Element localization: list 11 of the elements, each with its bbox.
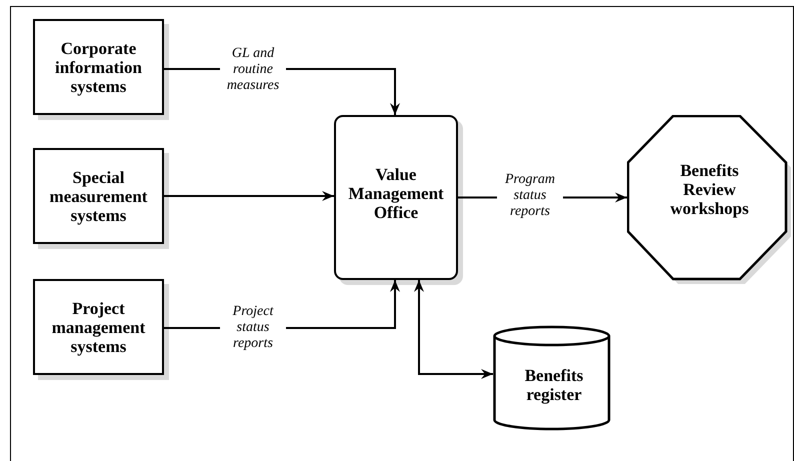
workshop-octagon (627, 115, 792, 285)
edge-label: Project status reports (220, 304, 286, 352)
node-label: Benefits register (524, 366, 584, 404)
node-label: Benefits Review workshops (669, 160, 750, 218)
node-label: Special measurement systems (48, 168, 148, 224)
arrow (414, 280, 493, 379)
node-label: Project management systems (50, 298, 146, 356)
node-label: Value Management Office (347, 165, 445, 222)
node-label: Corporate information systems (54, 38, 143, 96)
edge-label: Program status reports (497, 172, 563, 220)
arrow (164, 191, 334, 201)
